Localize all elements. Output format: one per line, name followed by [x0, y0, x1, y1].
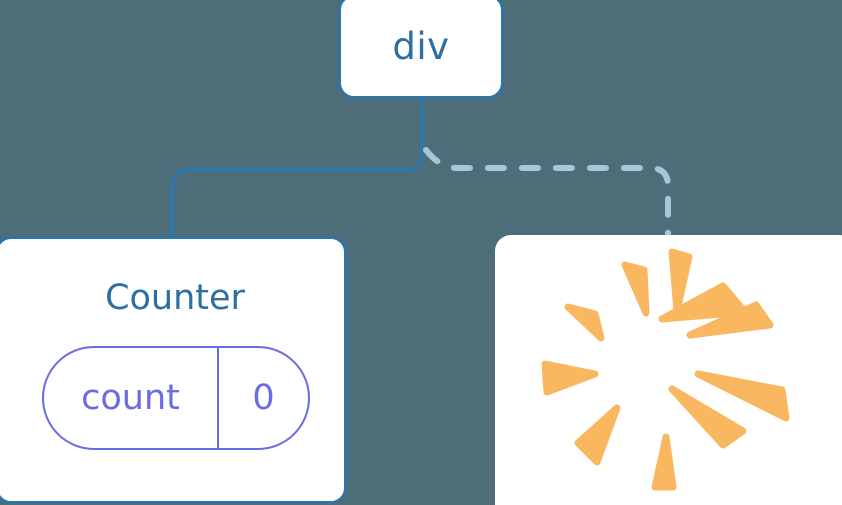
ray-e	[694, 370, 790, 422]
ray-nnw	[621, 261, 650, 317]
state-pill-value: 0	[219, 348, 308, 448]
ray-ne	[658, 282, 749, 323]
state-pill-key-label: count	[81, 377, 180, 418]
node-div-label: div	[392, 25, 450, 68]
node-counter-label: Counter	[105, 278, 245, 318]
node-burst[interactable]	[495, 235, 842, 505]
state-pill-count[interactable]: count 0	[42, 346, 310, 450]
edge-div-to-burst	[423, 147, 671, 241]
ray-w	[541, 360, 599, 396]
edge-div-to-counter	[170, 98, 424, 242]
ray-ene	[686, 301, 774, 339]
ray-s	[651, 433, 677, 491]
node-counter[interactable]: Counter count 0	[0, 236, 347, 504]
ray-nw	[564, 303, 605, 342]
ray-n	[668, 248, 693, 315]
ray-se	[668, 385, 747, 449]
state-pill-key: count	[44, 348, 219, 448]
sparkle-burst-icon	[541, 248, 790, 491]
ray-sw	[574, 404, 621, 466]
state-pill-value-label: 0	[252, 377, 275, 418]
node-div[interactable]: div	[338, 0, 504, 99]
